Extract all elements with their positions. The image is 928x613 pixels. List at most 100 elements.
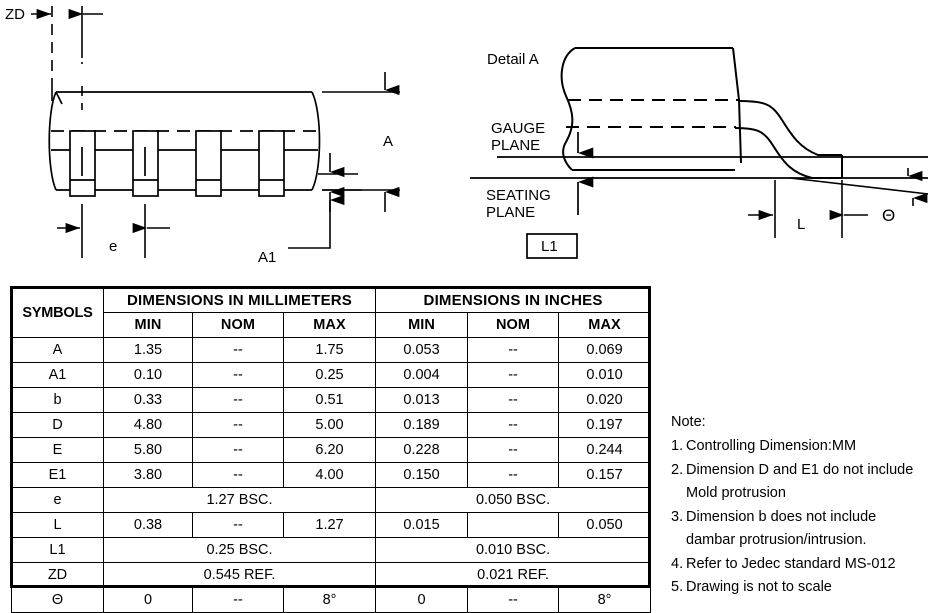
table-cell-value: 0.021 REF. — [375, 562, 652, 588]
dim-label-a1: A1 — [258, 249, 277, 266]
note-number: 4. — [671, 555, 684, 572]
table-header-row-sub: MIN NOM MAX MIN NOM MAX — [12, 312, 652, 338]
table-cell-symbol: ZD — [11, 562, 104, 588]
table-cell-value: 0.069 — [558, 337, 652, 363]
note-number: 2. — [671, 461, 684, 478]
table-cell-value: 0.013 — [375, 387, 469, 413]
table-cell-value — [467, 512, 560, 538]
table-cell-value: 5.00 — [282, 412, 377, 438]
table-cell-value: 0.053 — [375, 337, 469, 363]
note-row: 1.Controlling Dimension:MM — [671, 437, 926, 456]
table-cell-value: 0.010 BSC. — [375, 537, 652, 563]
notes-title: Note: — [671, 414, 706, 430]
table-cell-symbol: A1 — [11, 362, 104, 388]
note-text: Controlling Dimension:MM — [686, 438, 857, 454]
table-cell-value: 0.150 — [375, 462, 469, 488]
table-cell-value: -- — [467, 437, 560, 463]
note-text: Drawing is not to scale — [686, 579, 832, 596]
table-cell-value: 0.244 — [558, 437, 652, 463]
note-row: 3.Dimension b does not include — [671, 508, 926, 527]
table-cell-value: 0.197 — [558, 412, 652, 438]
table-cell-value: 0.004 — [375, 362, 469, 388]
table-cell-value: 0.51 — [282, 387, 377, 413]
table-cell-value: -- — [467, 462, 560, 488]
table-header: SYMBOLS DIMENSIONS IN MILLIMETERS DIMENS… — [11, 287, 652, 338]
table-cell-value: -- — [192, 412, 284, 438]
table-cell-value: 5.80 — [103, 437, 193, 463]
table-cell-value: 0.25 BSC. — [102, 537, 377, 563]
col-header-symbols: SYMBOLS — [11, 287, 104, 338]
note-text-continued: Mold protrusion — [686, 485, 786, 502]
table-cell-value: -- — [192, 387, 284, 413]
table-cell-value: 4.00 — [282, 462, 377, 488]
table-cell-value: 0.015 — [375, 512, 469, 538]
dim-label-theta: Θ — [882, 206, 896, 225]
table-cell-value: -- — [192, 437, 284, 463]
table-cell-value: 0.25 — [282, 362, 377, 388]
note-item: 1.Controlling Dimension:MM — [671, 437, 926, 456]
note-row: 2.Dimension D and E1 do not include — [671, 461, 926, 480]
note-item: 4.Refer to Jedec standard MS-012 — [671, 555, 926, 574]
table-cell-value: 0.545 REF. — [102, 562, 377, 588]
table-cell-value: 0.33 — [103, 387, 193, 413]
table-cell-value: 0.050 BSC. — [375, 487, 652, 513]
table-cell-value: 0.010 — [558, 362, 652, 388]
dim-label-l: L — [797, 216, 806, 233]
table-cell-value: 1.27 BSC. — [102, 487, 377, 513]
table-cell-value: 8° — [558, 587, 652, 613]
table-cell-value: -- — [467, 362, 560, 388]
table-cell-value: 1.27 — [282, 512, 377, 538]
note-number: 1. — [671, 438, 684, 454]
table-cell-value: 0.228 — [375, 437, 469, 463]
table-cell-value: -- — [192, 512, 284, 538]
table-cell-value: 8° — [282, 587, 377, 613]
table-cell-symbol: E — [11, 437, 104, 463]
table-cell-value: -- — [192, 362, 284, 388]
col-header-inch-nom: NOM — [467, 312, 560, 338]
note-text: Dimension b does not include — [686, 508, 877, 525]
table-cell-value: 0.020 — [558, 387, 652, 413]
table-cell-value: 0 — [375, 587, 469, 613]
table-cell-symbol: Θ — [11, 587, 104, 613]
table-cell-symbol: D — [11, 412, 104, 438]
detail-a-title: Detail A — [487, 51, 539, 68]
col-header-inch-max: MAX — [558, 312, 652, 338]
col-header-mm-min: MIN — [103, 312, 193, 338]
table-cell-value: 0.189 — [375, 412, 469, 438]
table-cell-value: -- — [192, 462, 284, 488]
note-number: 5. — [671, 579, 684, 596]
dim-label-e: e — [109, 238, 118, 255]
table-cell-symbol: L1 — [11, 537, 104, 563]
notes-list: 1.Controlling Dimension:MM 2.Dimension D … — [671, 437, 926, 597]
table-cell-value: 0.050 — [558, 512, 652, 538]
table-cell-value: -- — [192, 587, 284, 613]
note-number: 3. — [671, 508, 684, 525]
col-header-mm-nom: NOM — [192, 312, 284, 338]
col-header-inch-min: MIN — [375, 312, 469, 338]
dim-label-zd: ZD — [5, 6, 25, 23]
table-cell-value: 4.80 — [103, 412, 193, 438]
note-text: Refer to Jedec standard MS-012 — [686, 555, 896, 572]
note-item: 5.Drawing is not to scale — [671, 578, 926, 597]
table-cell-value: 0.10 — [103, 362, 193, 388]
col-header-group-inch: DIMENSIONS IN INCHES — [375, 287, 652, 313]
dim-label-l1: L1 — [541, 238, 558, 255]
table-header-row-groups: SYMBOLS DIMENSIONS IN MILLIMETERS DIMENS… — [11, 287, 652, 338]
table-cell-symbol: b — [11, 387, 104, 413]
note-text-continued: dambar protrusion/intrusion. — [686, 532, 867, 549]
